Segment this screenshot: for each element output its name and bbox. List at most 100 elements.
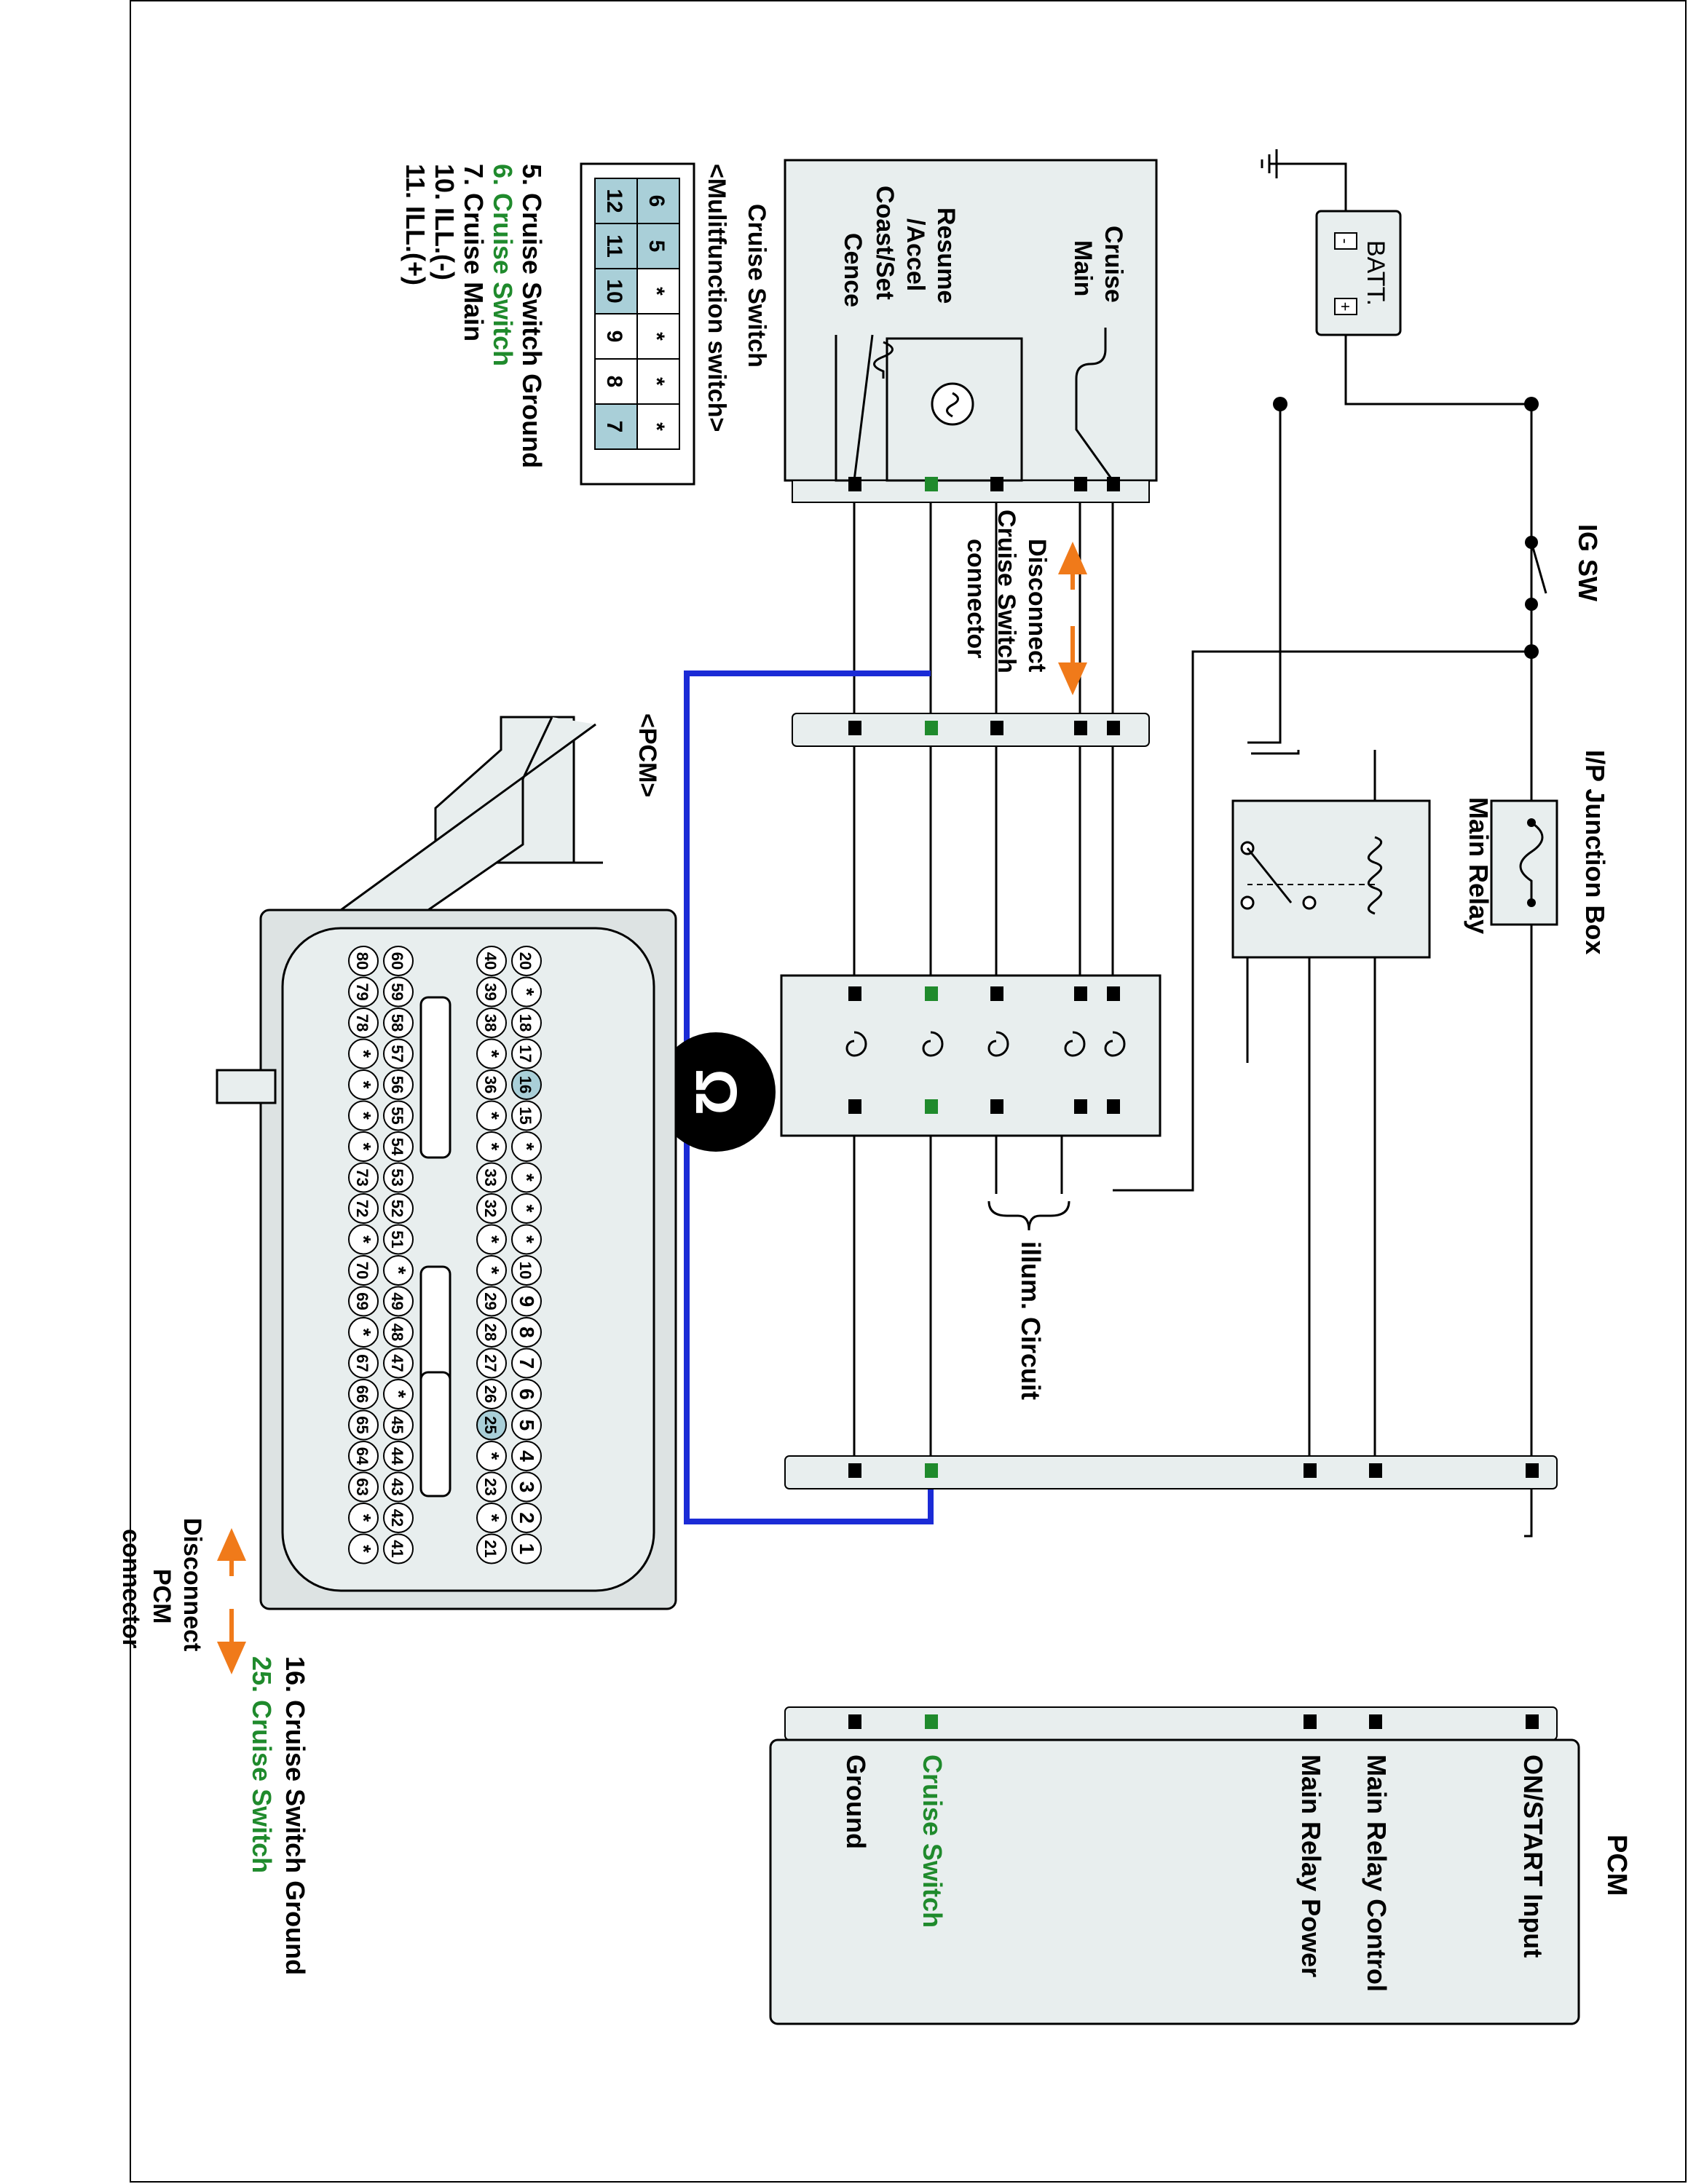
disconnect-cruise-arrow: Disconnect Cruise Switch connector [962,510,1087,695]
pcm-pin-label: * [481,1452,503,1460]
pcm-pin [511,1441,542,1471]
mf-pin-label: 10 [602,279,626,303]
pcm-pin [348,946,379,976]
pcm-pin [348,1348,379,1379]
pcm-pin-label: 60 [388,952,406,970]
pcm-pin [348,1286,379,1317]
pcm-pin-label: 66 [353,1385,371,1403]
battery: BATT. - + [1261,149,1402,336]
pcm-pin [476,1255,507,1286]
pcm-pin [348,1533,379,1564]
pcm-pin-label: * [387,1267,410,1275]
pcm-pin-label: 64 [353,1447,371,1465]
pcm-pin [476,1503,507,1533]
pcm-pin-label: 9 [516,1296,538,1307]
pcm-pin-label: 49 [388,1292,406,1310]
pcm-connector-title: <PCM> [634,713,661,797]
pcm-pin [348,1317,379,1348]
illum-brace [987,1200,1070,1231]
pcm-row-on-start: ON/START Input [1518,1754,1548,1958]
pcm-pin-label: 41 [388,1540,406,1557]
pcm-pin-label: 51 [388,1230,406,1248]
pcm-pin-label: 55 [388,1107,406,1124]
pcm-pin-label: * [387,1390,410,1398]
disconnect-pcm-line-1: Disconnect [178,1518,206,1651]
pcm-legend-item: 25. Cruise Switch [247,1656,277,1873]
ip-junction-box-label: I/P Junction Box [1580,750,1610,954]
cence-label: Cence [839,233,867,307]
pcm-pin-label: 48 [388,1324,406,1341]
pcm-pin [383,1348,414,1379]
pcm-pin-label: 47 [388,1354,406,1372]
pcm-pin-label: 27 [481,1354,500,1372]
mf-pin-label: 11 [602,234,626,258]
pcm-pin [511,1255,542,1286]
pcm-pin-label: * [481,1050,503,1058]
pcm-pin-label: 20 [516,952,535,970]
mf-legend-item: 10. ILL.(-) [430,164,460,280]
pcm-pin [511,1224,542,1255]
batt-minus-wire [1277,162,1347,233]
pcm-pin-grid: 20*18171615****10987654321403938*36**333… [348,946,542,1564]
pcm-box-title: PCM [1601,1835,1632,1896]
pcm-pin-label: 69 [353,1292,371,1310]
pcm-pin-label: * [352,1514,375,1522]
pcm-pin-label: 44 [388,1447,406,1465]
pcm-pin-label: * [352,1329,375,1337]
pcm-pin [476,1038,507,1069]
mf-pin-cell [594,403,638,450]
pcm-pin-label: * [352,1545,375,1553]
mf-pin-label: 9 [602,331,626,343]
pcm-pin-label: 36 [481,1076,500,1093]
relay-wire-1 [1251,750,1300,755]
pcm-pin-label: 6 [516,1388,538,1400]
pcm-pin [348,1441,379,1471]
pcm-pin [383,1471,414,1503]
pcm-pin [476,946,507,976]
pcm-pin [383,1131,414,1162]
pcm-pin [511,1348,542,1379]
pcm-pin [383,1069,414,1100]
pcm-pin [348,1131,379,1162]
pcm-pin-label: * [516,1235,538,1243]
disconnect-pcm-arrow: Disconnect PCM connector [117,1518,246,1674]
pcm-pin [476,1193,507,1224]
pcm-pin-label: 3 [516,1481,538,1493]
pcm-pin-label: 63 [353,1478,371,1495]
pcm-pin [348,1471,379,1503]
pcm-pin-label: 58 [388,1014,406,1032]
pcm-pin-label: 54 [388,1138,406,1156]
pcm-pin [383,1503,414,1533]
pcm-pin-label: 23 [481,1478,500,1495]
pcm-pin-label: 73 [353,1168,371,1186]
pcm-pin [348,1379,379,1409]
pcm-pin-label: * [481,1112,503,1120]
clockspring-box: Ω [656,974,1162,1152]
batt-minus-label: - [1336,238,1354,243]
mf-pin-label: 5 [644,240,669,253]
pcm-pin-label: * [516,1205,538,1213]
cruise-main-label-1: Cruise [1100,226,1127,303]
pcm-pin-label: * [352,1143,375,1151]
pcm-pin [383,946,414,976]
pcm-pin-label: 17 [516,1045,535,1062]
pcm-pin-label: 65 [353,1416,371,1433]
pcm-pin [348,1255,379,1286]
batt-plus-label: + [1336,302,1354,312]
pcm-pin-label: 15 [516,1107,535,1124]
resume-label-1: Resume [932,207,960,304]
pcm-pin-label: 79 [353,983,371,1000]
pcm-pin [511,1533,542,1564]
pcm-pin-label: * [352,1235,375,1243]
mf-pin-label: * [644,422,669,431]
pcm-pin-label: * [481,1267,503,1275]
pcm-pin-label: 56 [388,1076,406,1093]
pcm-pin [348,1069,379,1100]
pcm-box: PCM ON/START Input Main Relay Control Ma… [769,1706,1632,2025]
batt-to-relay [1247,404,1282,744]
pcm-pin-label: 28 [481,1324,500,1341]
disconnect-cruise-line-1: Disconnect [1023,539,1051,672]
coast-set-label: Coast/Set [871,186,899,300]
pcm-slot [419,996,451,1159]
